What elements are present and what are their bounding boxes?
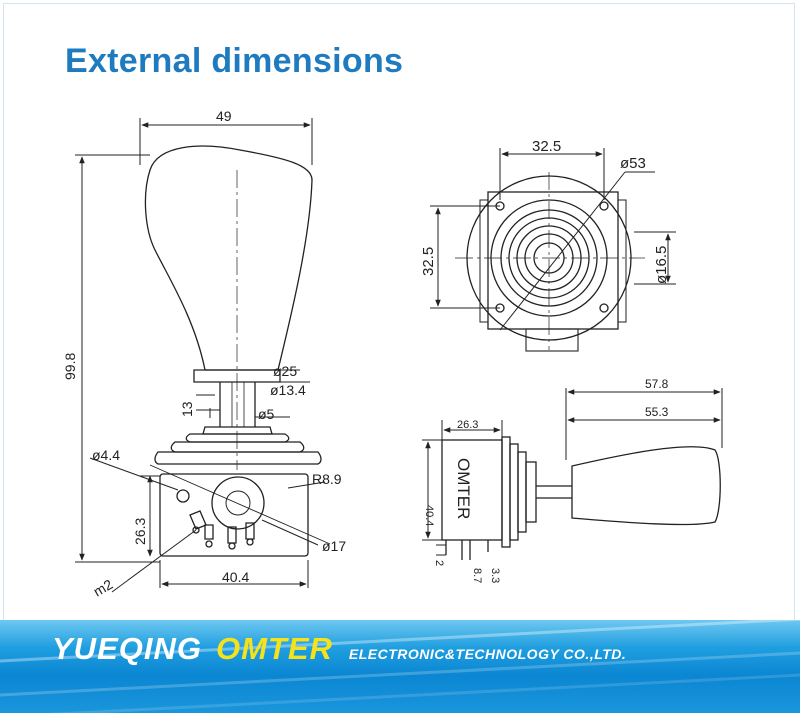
knob-outline [144,145,313,371]
side-view-labels: 57.8 55.3 26.3 40.4 OMTER 2 8.7 3.3 [423,377,669,583]
side-view-dimensions [422,388,723,556]
footer-banner [0,620,800,713]
dim-49: 49 [216,108,232,124]
dim-32-5: 32.5 [532,138,561,155]
dim-40-4-side: 40.4 [423,505,435,526]
dim-99-8: 99.8 [62,353,78,380]
dim-40-4: 40.4 [222,569,249,585]
front-view-labels: 49 99.8 ø25 ø13.4 13 ø5 ø4.4 R8.9 26.3 ø… [62,108,346,600]
top-view [455,172,645,352]
dim-dia-17: ø17 [322,538,346,554]
top-body-square [487,191,619,330]
top-view-labels: 32.5 ø53 32.5 ø16.5 [420,138,670,284]
dim-13: 13 [179,401,195,417]
dim-57-8: 57.8 [645,377,669,391]
dim-3-3: 3.3 [489,568,501,583]
body-brand-label: OMTER [454,458,473,519]
side-view [441,436,721,560]
dim-8-7: 8.7 [471,568,483,583]
dim-26-3: 26.3 [132,518,148,545]
contact-circle [211,476,265,530]
dimension-drawing: 49 99.8 ø25 ø13.4 13 ø5 ø4.4 R8.9 26.3 ø… [62,108,723,600]
dim-dia-16-5: ø16.5 [653,246,670,284]
boot-layer [202,426,273,435]
mount-hole [176,489,190,503]
top-view-dimensions [430,148,676,331]
dim-dia-25: ø25 [273,363,297,379]
switch-body [159,473,309,557]
dim-dia-5: ø5 [258,406,275,422]
dim-32-5-vertical: 32.5 [420,247,437,276]
side-knob [571,446,721,526]
dim-55-3: 55.3 [645,405,669,419]
terminal [189,510,207,530]
dim-2: 2 [433,560,445,566]
company-word-yueqing: YUEQING [52,631,202,666]
front-view-dimensions [75,118,326,593]
page-title: External dimensions [65,42,404,80]
company-name: YUEQING OMTER ELECTRONIC&TECHNOLOGY CO.,LT… [52,631,626,667]
dim-dia-53: ø53 [620,155,646,172]
dim-dia-4-4: ø4.4 [92,447,120,463]
dim-dia-13-4: ø13.4 [270,382,306,398]
front-view [144,145,331,557]
company-word-suffix: ELECTRONIC&TECHNOLOGY CO.,LTD. [348,646,627,662]
dim-r-8-9: R8.9 [312,471,342,487]
company-word-omter: OMTER [215,631,333,666]
dim-m2: m2 [91,576,116,600]
dim-26-3-side: 26.3 [457,419,478,431]
